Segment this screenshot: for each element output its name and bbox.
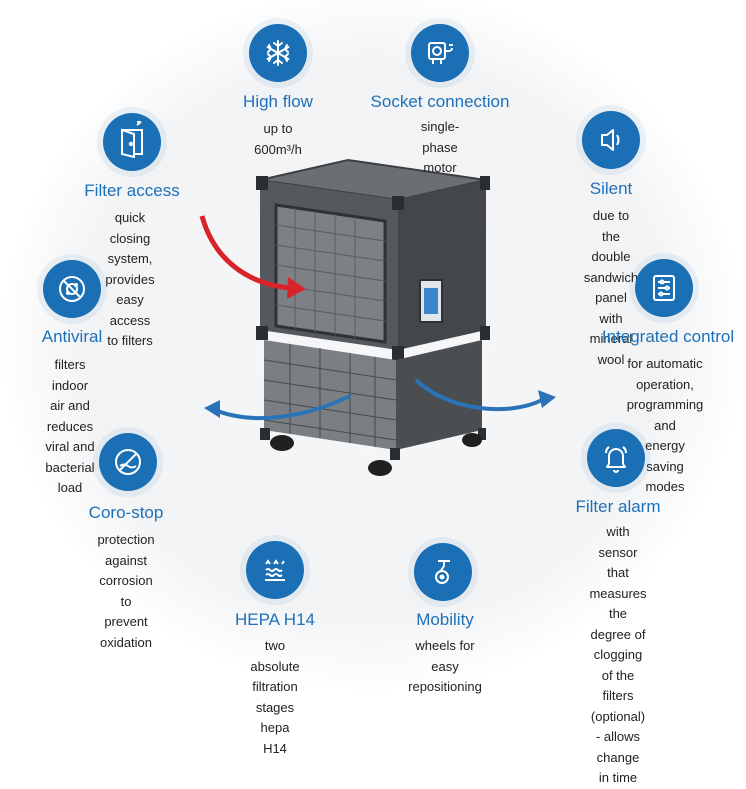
feature-title: Integrated control: [601, 327, 735, 346]
feature-title: High flow: [243, 92, 313, 111]
feature-description: wheels for easy repositioning: [408, 638, 482, 694]
feature-infographic: High flow up to 600m³/h Socket connectio…: [3, 0, 743, 785]
hepa-filter-icon: [246, 541, 304, 599]
feature-description: for automatic operation, programming and…: [626, 356, 704, 494]
plug-socket-icon: [411, 24, 469, 82]
feature-description: single-phase motor: [420, 119, 460, 175]
door-open-icon: [103, 113, 161, 171]
feature-title: Filter alarm: [575, 497, 661, 516]
virus-blocked-icon: [43, 260, 101, 318]
bell-icon: [587, 429, 645, 487]
feature-description: two absolute filtration stages hepa H14: [250, 638, 300, 756]
feature-title: Silent: [589, 179, 633, 198]
feature-title: Filter access: [84, 181, 180, 200]
snowflake-fan-icon: [249, 24, 307, 82]
control-panel-icon: [635, 259, 693, 317]
feature-title: Coro-stop: [88, 503, 164, 522]
feature-description: quick closing system, provides easy acce…: [105, 210, 155, 348]
feature-title: HEPA H14: [234, 610, 316, 629]
feature-title: Mobility: [416, 610, 474, 629]
feature-description: up to 600m³/h: [254, 121, 302, 157]
feature-title: Socket connection: [370, 92, 510, 111]
speaker-icon: [582, 111, 640, 169]
feature-description: due to the double sandwich panel with mi…: [583, 208, 639, 367]
feature-description: filters indoor air and reduces viral and…: [45, 357, 95, 495]
feature-description: with sensor that measures the degree of …: [589, 524, 647, 785]
caster-wheel-icon: [414, 543, 472, 601]
air-purifier-illustration: [199, 158, 556, 476]
anticorrosion-icon: [99, 433, 157, 491]
feature-title: Antiviral: [41, 327, 103, 346]
feature-description: protection against corrosion to prevent …: [97, 532, 155, 650]
